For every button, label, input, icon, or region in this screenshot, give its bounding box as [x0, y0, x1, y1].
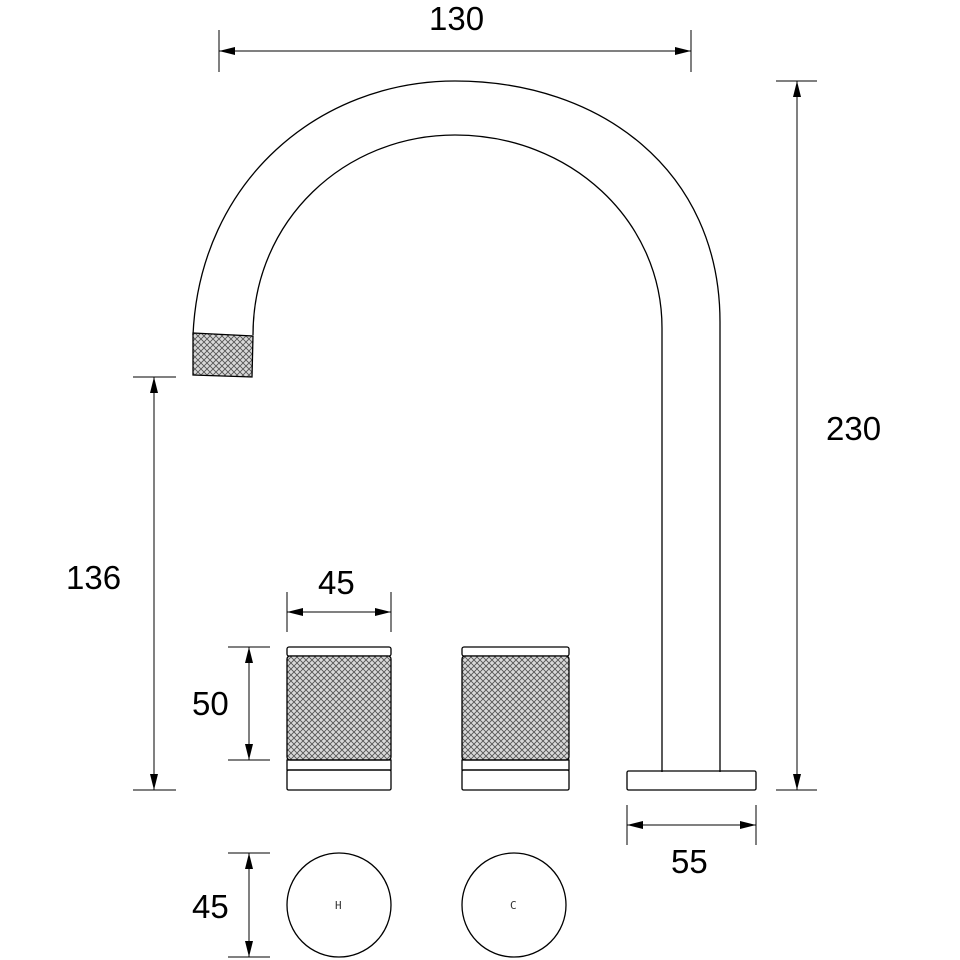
label-handle-height: 50: [192, 685, 229, 722]
dimension-handle-height: [228, 646, 270, 761]
left-handle-top-cap: [286, 646, 392, 657]
label-base-width: 55: [671, 843, 708, 880]
right-handle-base: [461, 769, 570, 791]
spout-base-plate: [626, 770, 757, 791]
spout: [192, 80, 721, 772]
dimension-handle-diameter: [228, 852, 270, 958]
cold-knob-top-view: [461, 852, 567, 958]
hot-knob-label: H: [335, 899, 342, 912]
label-total-height: 230: [826, 410, 882, 447]
dimension-spout-outlet-height: [133, 376, 176, 791]
hot-knob-top-view: [286, 852, 392, 958]
dimension-total-height: [776, 80, 817, 791]
label-spout-reach: 130: [429, 0, 485, 37]
right-handle-top-cap: [461, 646, 570, 657]
right-handle-knurled-body: [461, 655, 570, 761]
spout-outer-contour: [192, 80, 721, 772]
left-handle-knurled-body: [286, 655, 392, 761]
left-handle-side-view: [286, 646, 392, 791]
label-handle-diameter: 45: [192, 888, 229, 925]
spout-knurled-aerator: [192, 332, 254, 378]
dimension-handle-width: [286, 592, 392, 632]
spout-inner-contour: [252, 134, 663, 772]
left-handle-base: [286, 769, 392, 791]
right-handle-collar: [461, 759, 570, 771]
right-handle-side-view: [461, 646, 570, 791]
dimension-base-width: [626, 805, 757, 845]
cold-knob-label: C: [510, 899, 517, 912]
label-spout-outlet-height: 136: [66, 559, 122, 596]
left-handle-collar: [286, 759, 392, 771]
dimension-spout-reach: [218, 30, 692, 72]
label-handle-width: 45: [318, 564, 355, 601]
